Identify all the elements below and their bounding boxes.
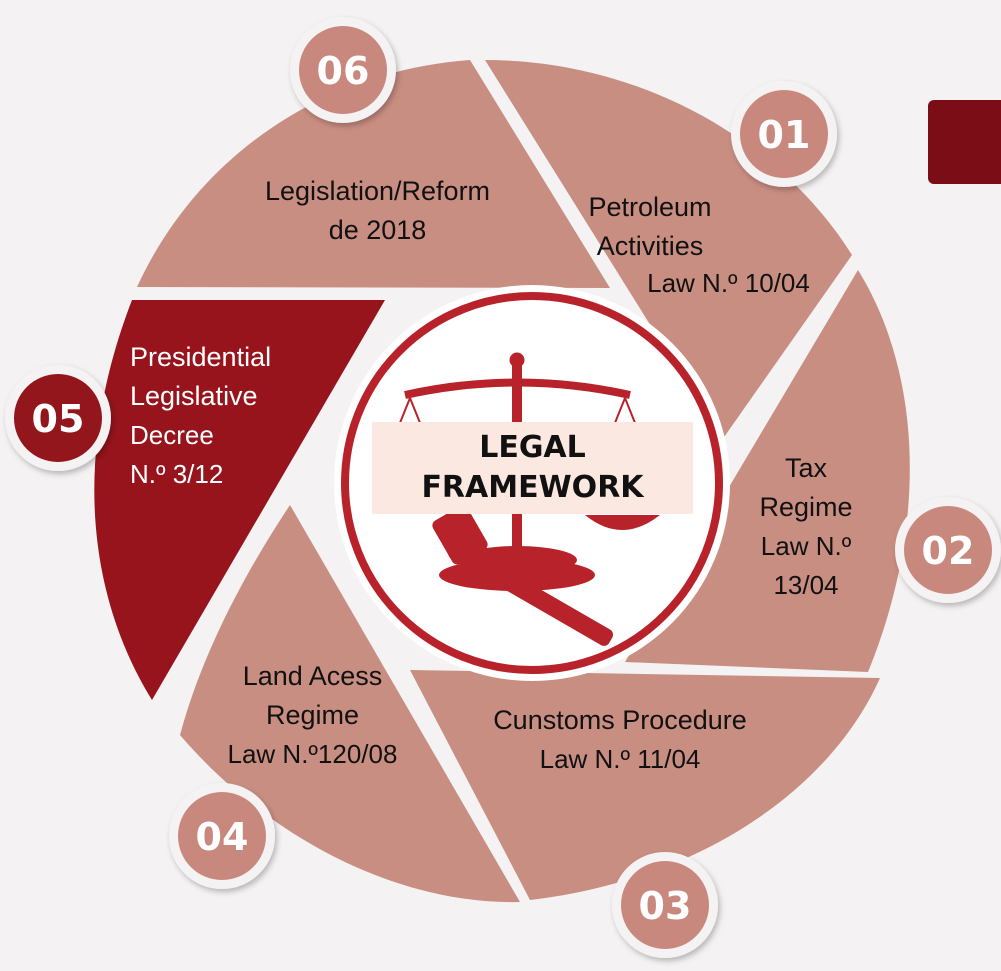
segment-03-law-1: Law N.º 11/04 — [539, 744, 701, 774]
scales-and-gavel-icon — [374, 352, 661, 646]
segment-02-title-1: Tax — [784, 453, 828, 483]
badge-01 — [731, 81, 837, 187]
center-title-box: LEGAL FRAMEWORK — [372, 422, 693, 514]
segment-04-title-2: Regime — [265, 700, 360, 730]
badge-03-number: 03 — [639, 884, 692, 928]
badge-02-number: 02 — [922, 529, 975, 573]
badge-06 — [290, 17, 396, 123]
segment-05-law-2: N.º 3/12 — [130, 459, 224, 489]
segment-03-wedge — [410, 670, 880, 900]
segment-04-title-1: Land Acess — [242, 661, 383, 691]
segment-02-label: Tax Regime Law N.º 13/04 — [745, 449, 867, 605]
center-ring — [341, 292, 723, 674]
segment-02-law-1: Law N.º — [760, 531, 852, 561]
badge-04 — [169, 783, 275, 889]
segment-01-title-2: Activities — [596, 231, 704, 261]
badge-05 — [5, 365, 111, 471]
segment-01-label: Petroleum Activities — [570, 188, 730, 266]
segment-05-label: Presidential Legislative Decree N.º 3/12 — [130, 338, 310, 494]
segment-06-title-1: Legislation/Reform — [264, 176, 491, 206]
segment-01-law-1: Law N.º 10/04 — [647, 268, 810, 298]
center-title-line1: LEGAL — [479, 430, 586, 465]
segment-01-law: Law N.º 10/04 — [626, 264, 831, 303]
segment-05-wedge — [94, 300, 386, 700]
badge-01-number: 01 — [758, 113, 811, 157]
badge-03 — [612, 852, 718, 958]
segment-03-label: Cunstoms Procedure Law N.º 11/04 — [470, 701, 770, 779]
badge-02 — [895, 497, 1001, 603]
segment-02-title-2: Regime — [759, 492, 853, 522]
corner-tab — [928, 100, 1001, 184]
segment-04-wedge — [180, 505, 520, 903]
segment-06-title-2: de 2018 — [328, 215, 427, 245]
badge-06-number: 06 — [317, 49, 370, 93]
segment-05-title-2: Legislative — [130, 381, 258, 411]
segment-06-wedge — [137, 60, 610, 288]
segment-05-law-1: Decree — [130, 420, 214, 450]
segment-04-label: Land Acess Regime Law N.º120/08 — [200, 657, 425, 774]
center-title-line2: FRAMEWORK — [421, 470, 644, 505]
badge-04-number: 04 — [196, 815, 249, 859]
badge-05-number: 05 — [32, 397, 85, 441]
segment-01-title-1: Petroleum — [588, 192, 712, 222]
segment-04-law-1: Law N.º120/08 — [227, 739, 398, 769]
segment-05-title-1: Presidential — [130, 342, 272, 372]
segment-02-law-2: 13/04 — [773, 570, 839, 600]
segment-06-label: Legislation/Reform de 2018 — [240, 172, 515, 250]
segment-03-title-1: Cunstoms Procedure — [493, 705, 747, 735]
